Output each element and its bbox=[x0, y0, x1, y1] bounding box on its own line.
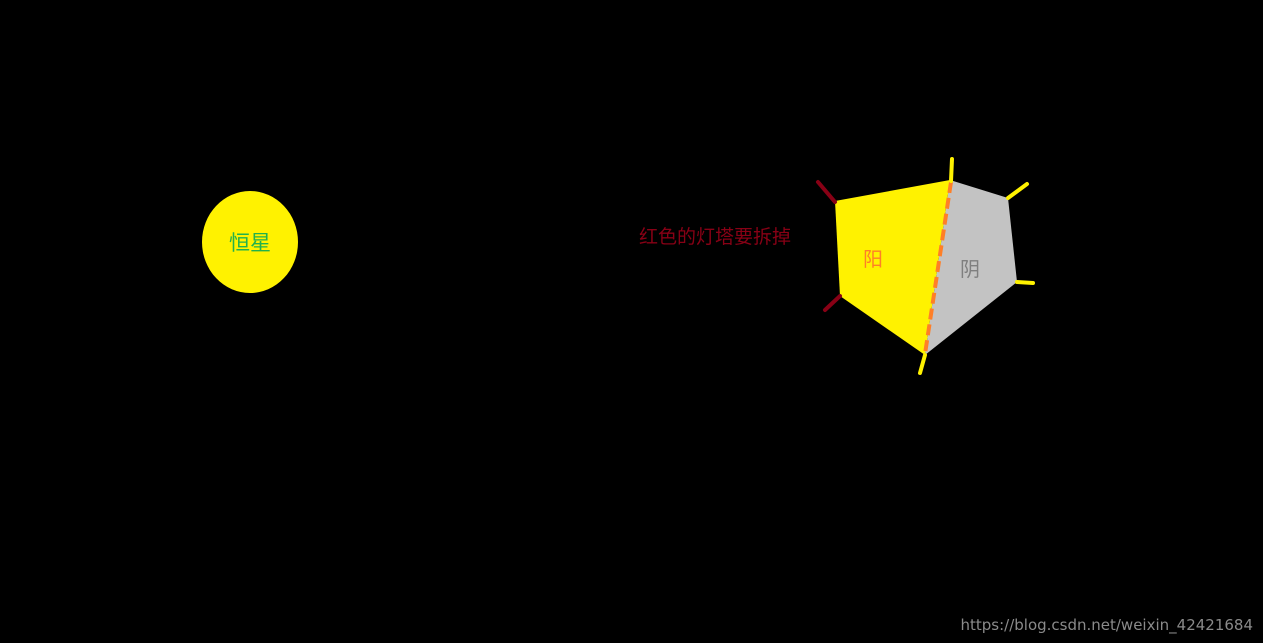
planet-dark-side bbox=[925, 180, 1017, 355]
kept-lighthouse-right bbox=[1015, 280, 1035, 285]
star-disc bbox=[202, 191, 298, 293]
dark-side-label: 阴 bbox=[960, 257, 980, 281]
removal-annotation: 红色的灯塔要拆掉 bbox=[639, 226, 791, 248]
planet-lit-side bbox=[835, 180, 950, 355]
kept-lighthouse-bottom bbox=[918, 353, 927, 375]
terminator-line bbox=[923, 181, 953, 355]
star-label: 恒星 bbox=[229, 231, 271, 255]
removed-lighthouse-top bbox=[816, 180, 837, 204]
planet: 阳 阴 bbox=[816, 157, 1035, 375]
star: 恒星 bbox=[202, 191, 298, 293]
kept-lighthouse-upper-right bbox=[1006, 182, 1029, 200]
kept-lighthouse-top bbox=[949, 157, 954, 183]
lit-side-label: 阳 bbox=[863, 247, 883, 271]
watermark: https://blog.csdn.net/weixin_42421684 bbox=[960, 616, 1253, 635]
removed-lighthouse-bottom bbox=[823, 294, 842, 312]
